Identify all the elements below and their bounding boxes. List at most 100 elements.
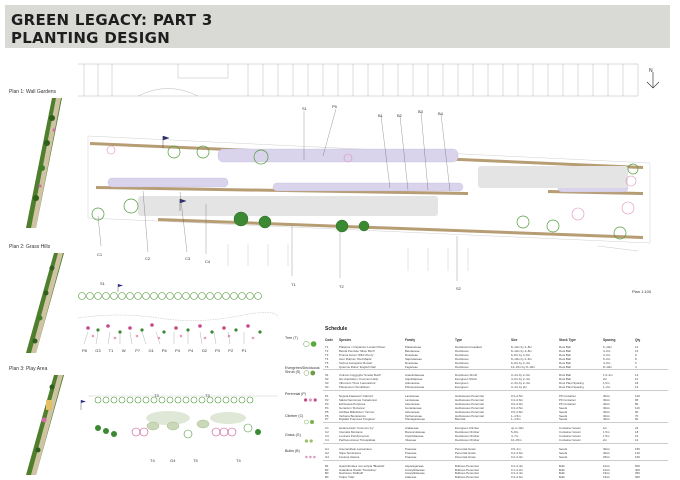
schedule-cell: Deciduous Climber	[455, 438, 480, 442]
plan-3-label: Plan 3: Play Area	[9, 366, 48, 372]
schedule-cell: T2	[325, 348, 329, 353]
schedule-cell: Geranium 'Rozanne'	[339, 405, 366, 410]
schedule-cell: 40cm	[603, 413, 611, 418]
schedule-group-divider	[323, 442, 668, 444]
schedule-cell: Platanaceae	[405, 345, 422, 349]
tree-symbol-icon	[303, 340, 317, 348]
schedule-cell: Root Plant Spacing	[559, 385, 584, 390]
schedule-cell: Seeds	[559, 405, 568, 410]
schedule-cell: 4–6m	[603, 352, 611, 357]
schedule-row: T2 Betula Pendula 'Silver Birch' Betulacea…	[323, 349, 668, 353]
schedule-cell: Prunus Avium 'Wild Cherry'	[339, 352, 374, 357]
play-callout-bottom-3: T5	[193, 458, 198, 463]
schedule-cell: Poaceae	[405, 446, 417, 451]
schedule-cell: C1	[325, 426, 329, 431]
schedule-cell: Asparagaceae	[405, 463, 424, 468]
schedule-cell: Deciduous	[455, 356, 469, 361]
schedule-cell: 10cm	[603, 467, 611, 472]
schedule-cell: Deciduous	[455, 364, 469, 369]
callout-b4: B4	[438, 111, 443, 116]
bulb-symbol-icon	[305, 455, 316, 459]
schedule-cell: Perennial Grass	[455, 454, 476, 459]
schedule-cell: 1.5m	[603, 430, 610, 435]
schedule-cell: Betula Pendula 'Silver Birch'	[339, 348, 376, 353]
schedule-cell: 300	[635, 475, 640, 480]
schedule-cell: 25cm	[603, 454, 611, 459]
schedule-cell: 120	[635, 394, 640, 398]
schedule-cell: Cotinus Coggygria 'Smoke Bush'	[339, 373, 382, 378]
play-callout-bottom-2: G4	[170, 458, 176, 463]
schedule-cell: Amaryllidaceae	[405, 467, 425, 472]
callout-p5: P5	[332, 104, 337, 109]
schedule-cell: B4	[325, 475, 329, 480]
scale-note: Plan 1:100	[632, 289, 652, 294]
schedule-cell: Stipa Tenuissima	[339, 450, 361, 455]
schedule-group-divider	[323, 390, 668, 391]
schedule-cell: Geraniaceae	[405, 405, 422, 410]
schedule-cell: 40cm	[603, 401, 611, 406]
schedule-cell: 30cm	[603, 405, 611, 410]
schedule-cell: Anacardiaceae	[405, 373, 425, 378]
schedule-cell: Sapindaceae	[405, 356, 422, 361]
schedule-cell: Aquifoliaceae	[405, 377, 423, 382]
schedule-cell: Vitaceae	[405, 438, 417, 442]
schedule-cell: 6	[635, 360, 637, 365]
schedule-cell: Digitalis Purpurea 'Foxglove'	[339, 417, 376, 422]
schedule-cell: 0.2–0.4m	[511, 463, 524, 468]
schedule-cell: Rosaceae	[405, 360, 419, 365]
schedule-cell: Seeds	[559, 409, 568, 414]
schedule-cell: 6–8m by 3–4m	[511, 360, 531, 365]
schedule-cell: P4	[325, 405, 329, 410]
schedule-cell: 1–1.5m	[511, 413, 521, 418]
schedule-cell: Betulaceae	[405, 348, 420, 353]
schedule-cell: Container Grown	[559, 430, 581, 435]
schedule-cell: P9 Container	[559, 394, 576, 398]
schedule-cell: 12–15m by 8–10m	[511, 364, 535, 369]
callout-b1: B1	[378, 113, 383, 118]
schedule-cell: 10cm	[603, 463, 611, 468]
schedule-cell: P6	[325, 413, 329, 418]
schedule-cell: Deciduous	[455, 348, 469, 353]
schedule-cell: Tulipa 'Tulip'	[339, 475, 355, 480]
schedule-cell: Seeds	[559, 446, 568, 451]
schedule-cell: Amaryllidaceae	[405, 471, 425, 476]
schedule-cell: 400	[635, 467, 640, 472]
wall-3	[158, 218, 643, 239]
schedule-cell: 6–10m	[603, 345, 612, 349]
schedule-group-divider	[323, 369, 668, 371]
schedule-header-cell: Species	[339, 338, 352, 342]
schedule-cell: P3	[325, 401, 329, 406]
grass-callout: P3	[215, 348, 220, 353]
schedule-cell: Herbaceous Perennial	[455, 394, 484, 398]
schedule-cell: Herbaceous Perennial	[455, 401, 484, 406]
schedule-cell: Asteraceae	[405, 401, 420, 406]
schedule-cell: Container Grown	[559, 434, 581, 439]
schedule-cell: Evergreen Shrub	[455, 377, 477, 382]
schedule-cell: Galanthus Nivalis 'Snowdrop'	[339, 467, 377, 472]
schedule-cell: 90	[635, 409, 639, 414]
grass-callout-top: S1	[100, 281, 105, 286]
schedule-cell: Perennial Grass	[455, 446, 476, 451]
schedule-cell: 12	[635, 345, 639, 349]
plan-3-thumbnail	[22, 375, 68, 475]
schedule-cell: 0.4–0.6m	[511, 397, 524, 402]
schedule-header-row: Code Species Family Type Size Stock Type…	[323, 338, 668, 343]
schedule-cell: S3	[325, 381, 329, 386]
schedule-cell: Echinacea Purpurea	[339, 401, 366, 406]
schedule-header-cell: Type	[455, 338, 463, 342]
grass-callout: P7	[135, 348, 141, 353]
schedule-cell: Adoxaceae	[405, 381, 420, 386]
schedule-cell: Asteraceae	[405, 409, 420, 414]
schedule-cell: 80	[635, 401, 639, 406]
schedule-cell: Bulb	[559, 475, 565, 480]
schedule-cell: Root Ball	[559, 360, 571, 365]
schedule-cell: Root Ball	[559, 348, 571, 353]
schedule-cell: 0.5–1m	[511, 446, 521, 451]
schedule-cell: Root Ball	[559, 377, 571, 382]
climber-symbol-icon	[304, 419, 314, 425]
